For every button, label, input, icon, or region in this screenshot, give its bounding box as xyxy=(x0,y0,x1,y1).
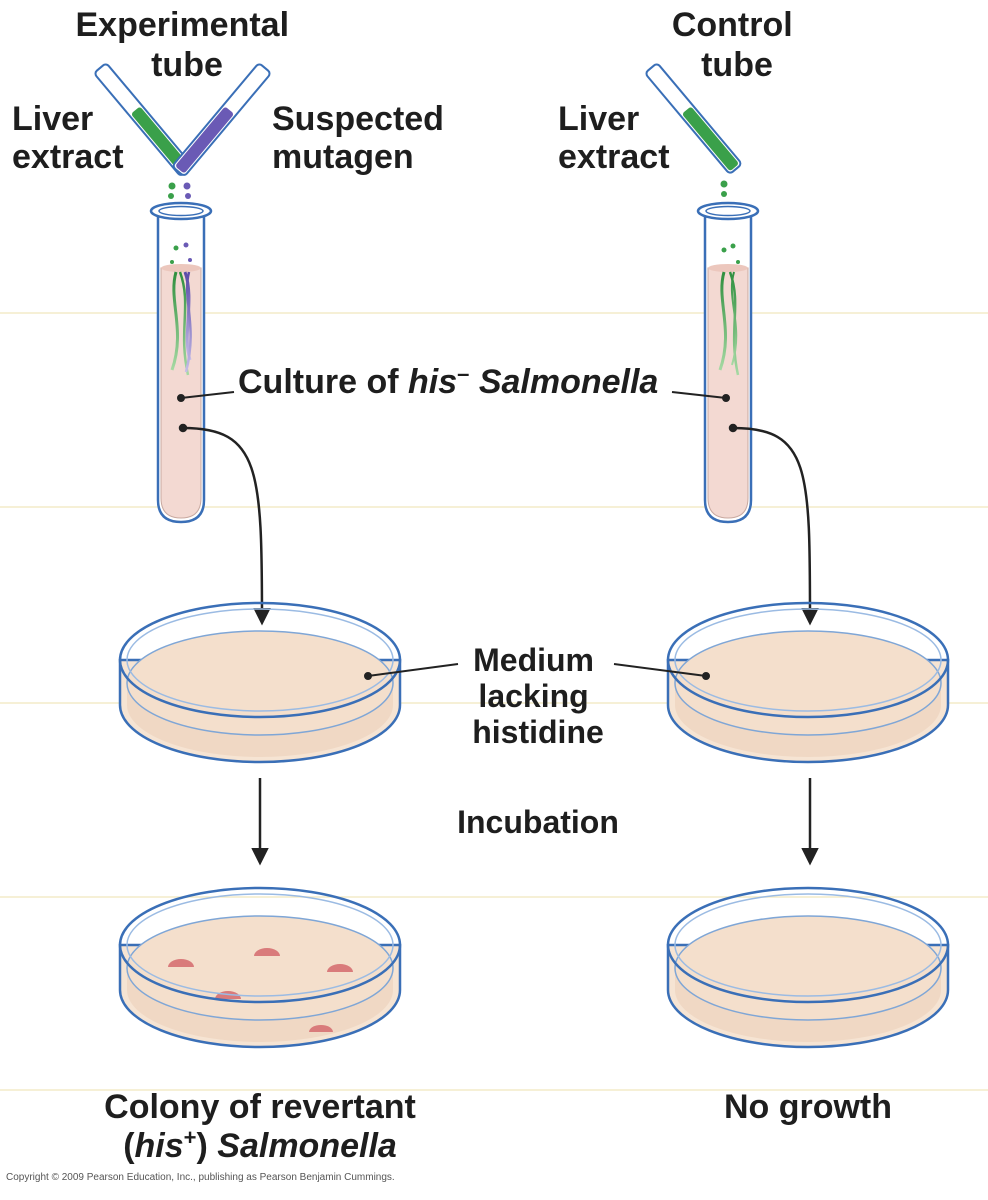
medium-line1: Medium xyxy=(473,642,594,678)
experimental-tube-label: Experimental tube xyxy=(76,6,299,84)
liver-extract-label-left: Liver extract xyxy=(12,100,124,176)
culture-gene: his xyxy=(408,363,457,401)
copyright-notice: Copyright © 2009 Pearson Education, Inc.… xyxy=(6,1172,395,1183)
medium-leader-lines xyxy=(364,663,710,680)
control-test-tube xyxy=(696,201,760,524)
culture-organism: Salmonella xyxy=(479,363,659,401)
suspected-mutagen-label: Suspected mutagen xyxy=(272,100,453,176)
control-plate-before xyxy=(666,601,950,764)
control-tube-label-line2: tube xyxy=(701,46,773,84)
experimental-plate-after xyxy=(118,886,402,1049)
culture-label: Culture of his– Salmonella xyxy=(238,361,658,401)
liver-extract-left-line1: Liver xyxy=(12,100,93,138)
colony xyxy=(309,1025,333,1032)
control-tube-label: Control tube xyxy=(672,6,802,84)
control-tube-label-line1: Control xyxy=(672,6,793,44)
colony-organism: Salmonella xyxy=(217,1127,397,1165)
experimental-test-tube xyxy=(149,201,213,524)
culture-leader-lines xyxy=(177,391,730,402)
liver-extract-right-line1: Liver xyxy=(558,100,639,138)
colony xyxy=(254,948,280,956)
experimental-tube-label-line2: tube xyxy=(151,46,223,84)
colony xyxy=(327,964,353,972)
experimental-tube-label-line1: Experimental xyxy=(76,6,290,44)
medium-label: Medium lacking histidine xyxy=(472,642,604,750)
colony-label-line1: Colony of revertant xyxy=(104,1088,416,1126)
no-growth-label: No growth xyxy=(724,1088,892,1126)
colony-label-line2: (his+) Salmonella xyxy=(123,1125,397,1165)
experimental-plate-before xyxy=(118,601,402,764)
colony-gene-sup: + xyxy=(184,1125,197,1150)
incubation-label: Incubation xyxy=(457,804,619,840)
liver-extract-left-line2: extract xyxy=(12,138,124,176)
colony-paren-close: ) xyxy=(197,1127,208,1165)
liver-extract-pipette-right xyxy=(645,63,742,197)
tube-to-plate-arrows xyxy=(178,423,819,626)
suspected-mutagen-line2: mutagen xyxy=(272,138,414,176)
colony xyxy=(168,959,194,967)
liver-extract-label-right: Liver extract xyxy=(558,100,670,176)
incubation-arrows xyxy=(251,778,819,866)
suspected-mutagen-line1: Suspected xyxy=(272,100,444,138)
colony-gene: his xyxy=(135,1127,184,1165)
colony-paren-open: ( xyxy=(123,1127,135,1165)
mutagen-pipette xyxy=(172,63,271,199)
control-plate-after xyxy=(666,886,950,1049)
liver-extract-right-line2: extract xyxy=(558,138,670,176)
culture-gene-sup: – xyxy=(457,361,469,386)
medium-line3: histidine xyxy=(472,714,604,750)
medium-line2: lacking xyxy=(478,678,588,714)
culture-prefix: Culture of xyxy=(238,363,408,401)
